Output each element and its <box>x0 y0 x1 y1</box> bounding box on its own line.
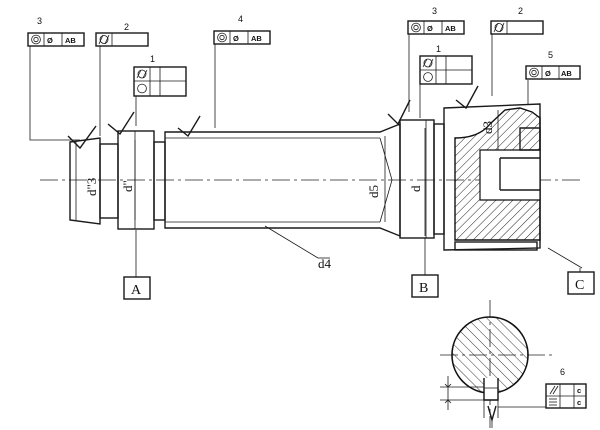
runout-total-icon <box>217 32 227 43</box>
svg-text:Ø: Ø <box>545 69 551 78</box>
left-step <box>153 141 166 221</box>
svg-text:1: 1 <box>436 44 441 54</box>
right-shoulder <box>433 123 445 235</box>
svg-text:3: 3 <box>432 6 437 16</box>
svg-text:AB: AB <box>561 69 572 78</box>
svg-text:AB: AB <box>251 34 262 43</box>
datum-b: B <box>411 238 439 298</box>
shaft <box>69 103 541 251</box>
right-hub-section <box>443 103 541 251</box>
svg-text:2: 2 <box>518 6 523 16</box>
control-frame-4: 4 Ø AB <box>213 14 271 45</box>
dim-d3-left: d"3 <box>84 178 99 196</box>
runout-total-icon <box>31 34 41 45</box>
cylindricity-icon <box>493 22 505 33</box>
control-frame-3-left: 3 Ø AB <box>27 16 85 47</box>
svg-text:AB: AB <box>445 24 456 33</box>
svg-text:4: 4 <box>238 14 243 24</box>
svg-text:c: c <box>577 386 581 395</box>
svg-text:Ø: Ø <box>233 34 239 43</box>
control-frame-2-left: 2 <box>95 22 149 47</box>
dimension-lines <box>99 110 499 259</box>
control-frame-3-right: 3 Ø AB <box>407 6 465 35</box>
right-bearing-journal <box>399 119 435 239</box>
symmetry-icon <box>549 398 557 406</box>
left-end-journal <box>69 137 101 225</box>
control-frame-6: 6 c c <box>545 367 587 409</box>
svg-text:c: c <box>577 398 581 407</box>
svg-text:Ø: Ø <box>427 24 433 33</box>
dim-d-left: d" <box>120 180 135 192</box>
left-collar <box>99 143 119 219</box>
control-frame-1-left: 1 <box>133 54 187 97</box>
runout-total-icon <box>411 22 421 33</box>
section-keyway <box>483 378 499 401</box>
roundness-icon <box>423 72 433 82</box>
dim-d: d <box>408 185 423 192</box>
datum-c: C <box>547 247 595 295</box>
svg-text:5: 5 <box>548 50 553 60</box>
hub-bottom-slot <box>454 241 538 251</box>
surface-marks <box>67 85 479 150</box>
svg-text:1: 1 <box>150 54 155 64</box>
dim-d4: d4 <box>318 256 332 271</box>
svg-text:Ø: Ø <box>47 36 53 45</box>
control-frame-1-right: 1 <box>419 44 473 85</box>
parallelism-icon <box>549 385 559 395</box>
runout-total-icon <box>529 67 539 78</box>
control-frame-5: 5 Ø AB <box>525 50 581 80</box>
svg-text:6: 6 <box>560 367 565 377</box>
cylindricity-icon <box>136 69 148 79</box>
control-frame-2-right: 2 <box>490 6 544 35</box>
cross-section-detail <box>440 300 555 428</box>
svg-text:2: 2 <box>124 22 129 32</box>
svg-text:C: C <box>575 278 584 293</box>
hub-keyway <box>519 127 541 151</box>
leaders <box>29 34 529 141</box>
datum-a: A <box>123 230 151 300</box>
svg-text:3: 3 <box>37 16 42 26</box>
svg-text:AB: AB <box>65 36 76 45</box>
cylindricity-icon <box>98 34 110 45</box>
dim-d5: d5 <box>366 185 381 198</box>
svg-text:B: B <box>419 281 428 296</box>
cylindricity-icon <box>422 58 434 68</box>
svg-text:A: A <box>131 283 142 298</box>
roundness-icon <box>137 83 147 94</box>
dim-d3: d3 <box>480 121 495 134</box>
